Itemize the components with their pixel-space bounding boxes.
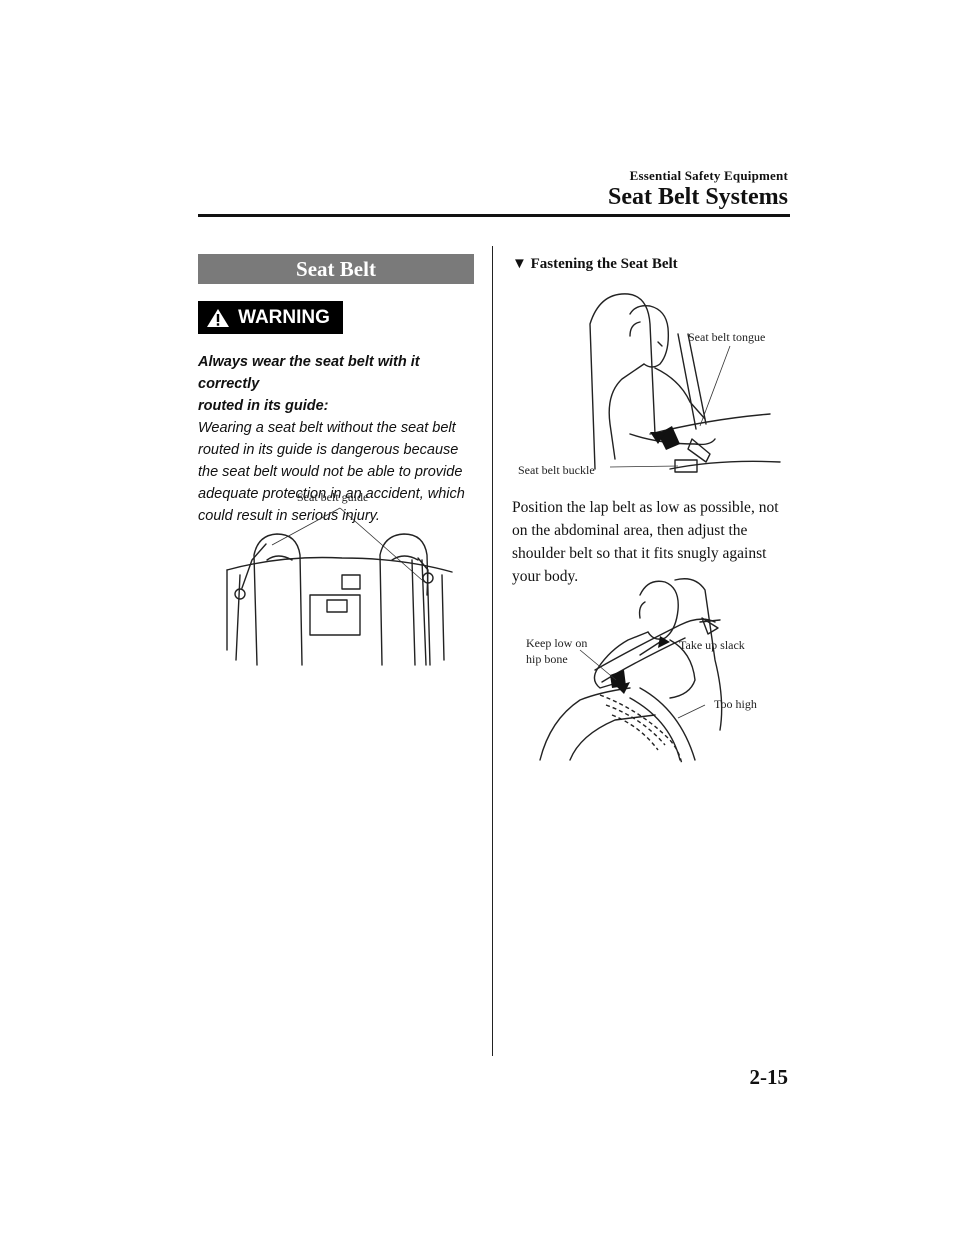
warning-body-line: the seat belt would not be able to provi… — [198, 464, 463, 480]
subheading-text: Fastening the Seat Belt — [530, 256, 678, 272]
warning-heading-line: Always wear the seat belt with it correc… — [198, 354, 420, 392]
column-divider — [492, 246, 493, 1056]
warning-badge: WARNING — [198, 301, 343, 334]
warning-heading-line: routed in its guide: — [198, 398, 329, 414]
triangle-down-icon: ▼ — [512, 256, 527, 272]
instruction-line: your body. — [512, 568, 579, 585]
instruction-line: on the abdominal area, then adjust the — [512, 522, 748, 539]
too-high-label: Too high — [714, 697, 757, 711]
warning-body-line: routed in its guide is dangerous because — [198, 442, 459, 458]
warning-text: Always wear the seat belt with it correc… — [198, 351, 478, 527]
keep-low-label-line1: Keep low on — [526, 636, 588, 650]
warning-triangle-icon — [207, 309, 229, 327]
fastening-seat-belt-illustration — [589, 293, 781, 473]
instruction-line: shoulder belt so that it fits snugly aga… — [512, 545, 767, 562]
seat-belt-tongue-label: Seat belt tongue — [688, 330, 766, 344]
instruction-paragraph: Position the lap belt as low as possible… — [512, 496, 797, 588]
seat-belt-guide-label: Seat belt guide — [297, 490, 369, 504]
warning-label: WARNING — [238, 307, 330, 328]
instruction-line: Position the lap belt as low as possible… — [512, 499, 779, 516]
warning-body-line: adequate protection in an accident, whic… — [198, 486, 465, 502]
subheading: ▼ Fastening the Seat Belt — [512, 256, 678, 273]
seat-belt-buckle-label: Seat belt buckle — [518, 463, 595, 477]
section-title-bar: Seat Belt — [198, 254, 474, 284]
header-rule — [198, 214, 790, 217]
header-section-name: Essential Safety Equipment — [629, 168, 788, 183]
seat-belt-guide-illustration — [226, 507, 453, 666]
warning-body-line: could result in serious injury. — [198, 508, 380, 524]
take-up-slack-label: Take up slack — [679, 638, 745, 652]
page-title: Seat Belt Systems — [608, 184, 788, 210]
keep-low-label-line2: hip bone — [526, 652, 568, 666]
warning-body-line: Wearing a seat belt without the seat bel… — [198, 420, 456, 436]
lap-belt-position-illustration — [539, 578, 723, 765]
page-number: 2-15 — [749, 1065, 789, 1089]
